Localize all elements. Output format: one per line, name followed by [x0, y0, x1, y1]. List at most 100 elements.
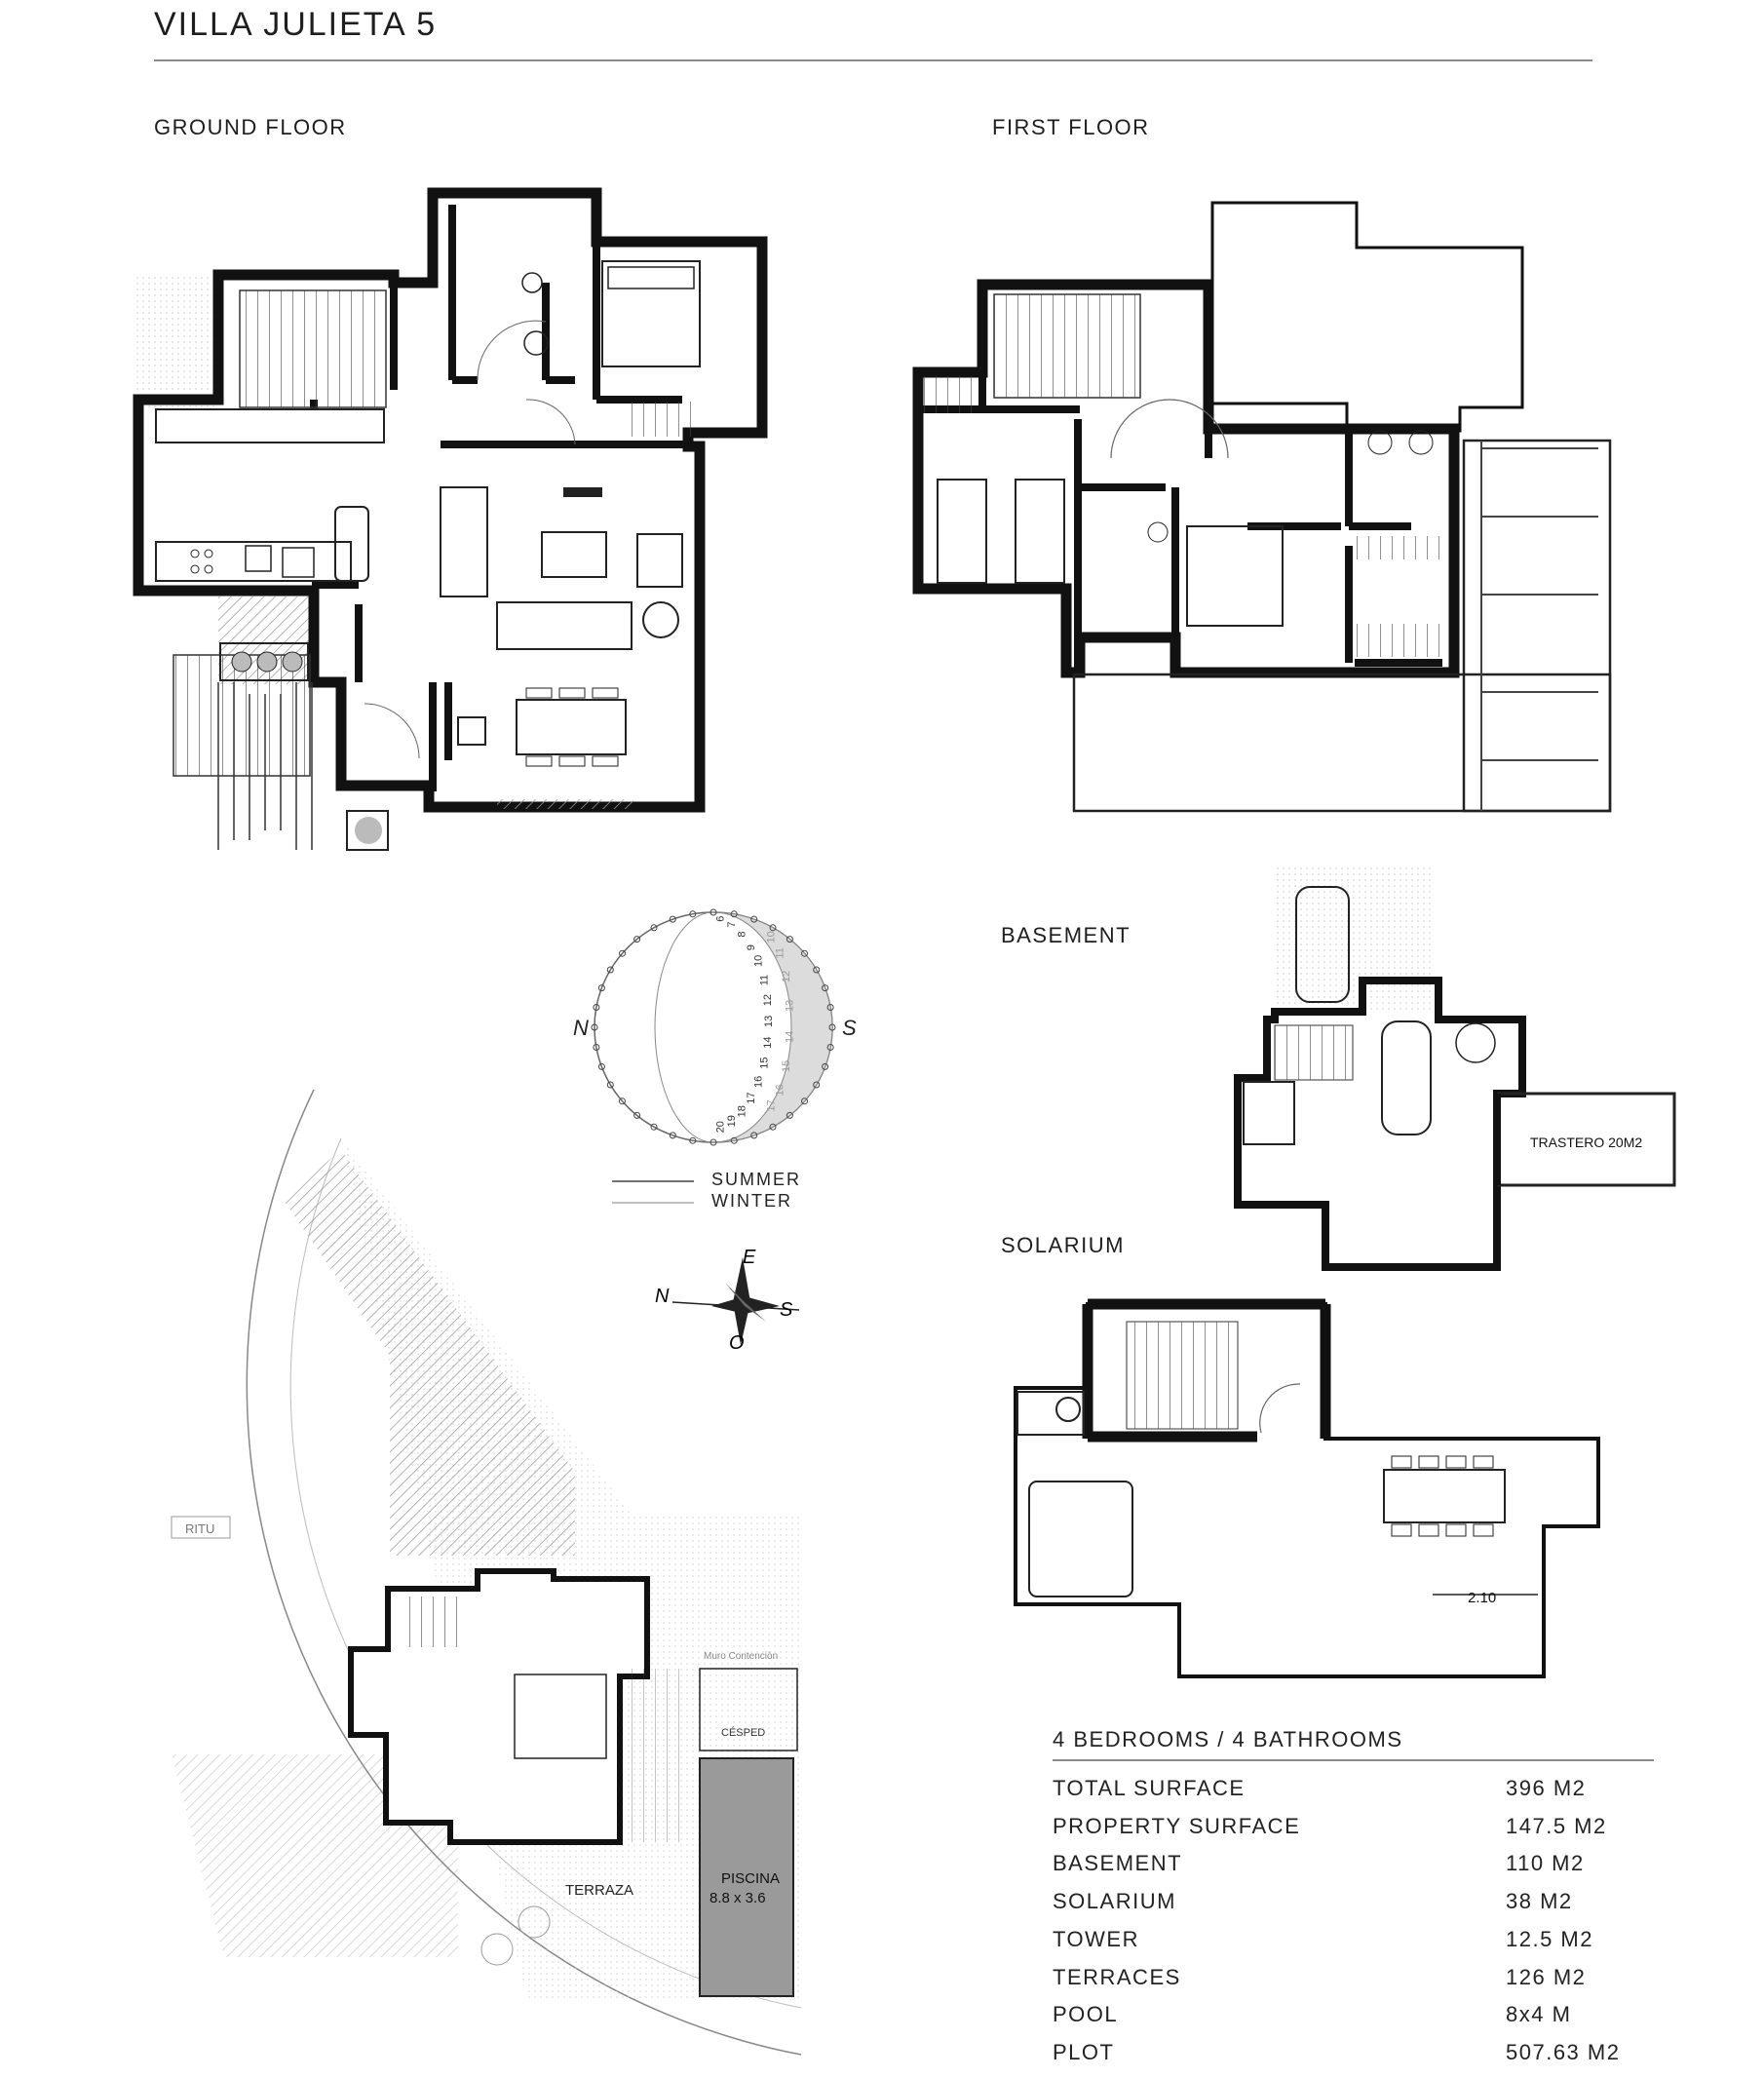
sun-north-letter: N [573, 1016, 589, 1040]
hour-label: 13 [785, 1000, 796, 1012]
hour-label: 13 [763, 1016, 775, 1027]
spec-label: TOWER [1053, 1926, 1139, 1951]
sun-path-marker [689, 910, 697, 918]
sun-path-marker [801, 1097, 808, 1105]
hour-label: 8 [737, 931, 748, 937]
site-plan: RITU Muro Contención CÉSPED TERRAZA PISC… [171, 1089, 802, 2056]
sun-path-marker [769, 1123, 777, 1131]
hour-label: 17 [746, 1092, 757, 1103]
sun-path-marker [826, 1004, 834, 1011]
solarium-label: SOLARIUM [1001, 1233, 1125, 1257]
spec-label: TOTAL SURFACE [1053, 1776, 1246, 1800]
compass-e: E [743, 1247, 756, 1268]
sun-path-marker [606, 1081, 614, 1089]
sun-path-marker [593, 1004, 600, 1011]
spec-value: 147.5 M2 [1506, 1813, 1607, 1838]
sun-path-marker [750, 1132, 758, 1139]
sun-path-marker [650, 1123, 658, 1131]
first-floor-label: FIRST FLOOR [992, 115, 1150, 139]
spec-label: BASEMENT [1053, 1851, 1183, 1876]
sun-path-marker [786, 1111, 793, 1119]
compass-rose: N E S O [655, 1247, 800, 1354]
basement-label: BASEMENT [1001, 923, 1131, 947]
sun-path-marker [606, 966, 614, 974]
spec-label: TERRACES [1053, 1964, 1181, 1989]
sun-path-marker [801, 949, 808, 957]
sun-path-marker [813, 1081, 821, 1089]
spec-value: 396 M2 [1506, 1776, 1587, 1800]
specs-divider [1053, 1759, 1654, 1761]
sun-path-marker [822, 984, 829, 992]
hour-label: 16 [753, 1076, 765, 1088]
sun-path-marker [826, 1044, 834, 1051]
spec-row: TERRACES 126 M2 [1053, 1965, 1637, 2002]
hour-label: 12 [762, 994, 774, 1006]
sun-path-marker [730, 910, 738, 918]
sun-path-marker [786, 936, 793, 943]
hour-label: 14 [785, 1031, 796, 1043]
sun-path-marker [593, 1044, 600, 1051]
spec-value: 507.63 M2 [1506, 2039, 1621, 2064]
hour-label: 14 [762, 1037, 774, 1049]
sun-path-marker [730, 1136, 738, 1144]
hour-label: 20 [714, 1121, 726, 1133]
hour-label: 11 [758, 975, 770, 985]
spec-row: SOLARIUM 38 M2 [1053, 1889, 1637, 1926]
sun-south-letter: S [842, 1016, 857, 1040]
sun-path-marker [619, 949, 626, 957]
hour-label: 11 [774, 947, 786, 958]
trastero-label: TRASTERO 20M2 [1530, 1135, 1642, 1150]
spec-row: PLOT 507.63 M2 [1053, 2040, 1637, 2077]
spec-value: 126 M2 [1506, 1964, 1587, 1989]
sun-path-marker [633, 1111, 641, 1119]
compass-s: S [780, 1299, 793, 1321]
ritu-label: RITU [185, 1521, 214, 1536]
spec-value: 110 M2 [1506, 1851, 1585, 1876]
hour-label: 10 [765, 931, 777, 943]
spec-label: PLOT [1053, 2039, 1115, 2064]
sun-path-marker [650, 924, 658, 932]
spec-value: 38 M2 [1506, 1889, 1573, 1914]
spec-label: PROPERTY SURFACE [1053, 1813, 1301, 1838]
hour-label: 19 [726, 1115, 738, 1127]
sun-path-marker [591, 1023, 598, 1031]
sun-path-marker [828, 1023, 836, 1031]
solarium-plan: 2.10 [1014, 1298, 1600, 1678]
legend-summer: SUMMER [711, 1170, 801, 1189]
spec-value: 12.5 M2 [1506, 1926, 1593, 1951]
solarium-dimension: 2.10 [1468, 1590, 1496, 1606]
spec-row: TOTAL SURFACE 396 M2 [1053, 1776, 1637, 1813]
sun-path-marker [689, 1136, 697, 1144]
spec-row: TOWER 12.5 M2 [1053, 1927, 1637, 1964]
muro-label: Muro Contención [704, 1651, 778, 1662]
ground-floor-label: GROUND FLOOR [154, 115, 347, 139]
terraza-label: TERRAZA [565, 1882, 633, 1899]
specs-heading: 4 BEDROOMS / 4 BATHROOMS [1053, 1727, 1403, 1751]
sun-path-marker [633, 936, 641, 943]
sun-path-marker [597, 1062, 605, 1070]
legend-winter: WINTER [711, 1191, 792, 1211]
hour-label: 15 [781, 1060, 792, 1072]
cesped-label: CÉSPED [721, 1726, 765, 1739]
page-title: VILLA JULIETA 5 [154, 6, 438, 43]
sun-path-marker [813, 966, 821, 974]
spec-label: SOLARIUM [1053, 1889, 1176, 1914]
sun-path-marker [769, 924, 777, 932]
sun-path-marker [709, 1138, 717, 1146]
hour-label: 18 [737, 1105, 748, 1117]
first-floor-plan [912, 201, 1612, 813]
compass-n: N [655, 1286, 670, 1307]
sun-path-marker [669, 915, 676, 923]
hour-label: 9 [746, 944, 757, 950]
hour-label: 7 [726, 921, 738, 927]
spec-row: BASEMENT 110 M2 [1053, 1851, 1637, 1888]
hour-label: 17 [765, 1099, 777, 1111]
hour-label: 10 [753, 955, 765, 967]
spec-row: PROPERTY SURFACE 147.5 M2 [1053, 1814, 1637, 1851]
hour-label: 6 [714, 916, 726, 922]
